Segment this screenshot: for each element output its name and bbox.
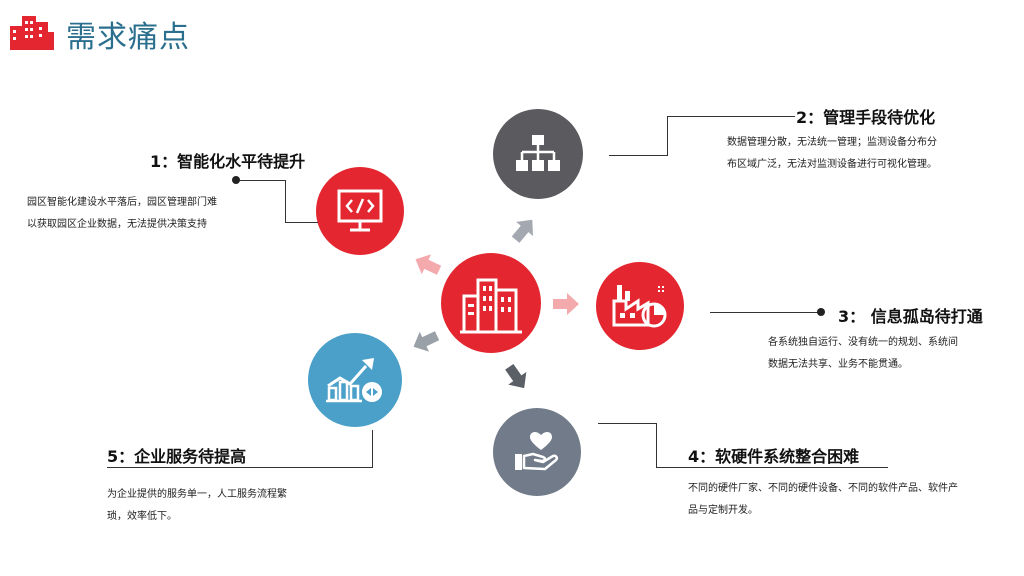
point-2-line-1: 数据管理分散，无法统一管理；监测设备分布分 [727,137,937,148]
org-chart-icon [515,133,561,175]
point-5-connector-bottom [107,467,373,468]
point-1-heading: 1：智能化水平待提升 [150,152,306,171]
buildings-logo-icon [8,12,56,52]
point-1-connector-top [236,180,286,181]
point-1-circle [316,167,404,255]
point-3-circle [596,262,684,350]
point-4-connector-vertical [656,423,657,468]
point-5-connector-vertical [372,430,373,468]
point-5-line-1: 为企业提供的服务单一，人工服务流程繁 [107,489,287,500]
point-5-circle [308,333,402,427]
point-4-description: 不同的硬件厂家、不同的硬件设备、不同的软件产品、软件产 品与定制开发。 [688,478,1008,522]
point-2-line-2: 布区域广泛，无法对监测设备进行可视化管理。 [727,159,937,170]
arrow-to-point-4 [505,363,527,389]
arrow-to-point-3 [553,293,579,315]
heart-hand-icon [513,432,561,472]
point-5-heading: 5：企业服务待提高 [107,447,247,466]
point-4-line-1: 不同的硬件厂家、不同的硬件设备、不同的软件产品、软件产 [688,483,958,494]
point-1-line-1: 园区智能化建设水平落后，园区管理部门难 [27,197,217,208]
point-3-description: 各系统独自运行、没有统一的规划、系统间 数据无法共享、业务不能贯通。 [768,332,1018,376]
point-3-heading: 3： 信息孤岛待打通 [838,307,983,326]
point-4-connector-top [598,423,656,424]
code-monitor-icon [336,188,384,234]
point-3-dot [817,308,825,316]
point-4-connector-bottom [656,467,888,468]
point-1-connector-vertical [285,180,286,222]
point-2-circle [493,109,583,199]
point-2-heading: 2：管理手段待优化 [796,108,936,127]
point-1-dot [232,176,240,184]
point-1-connector-bottom [285,222,318,223]
city-buildings-icon [458,270,524,336]
point-5-line-2: 琐，效率低下。 [107,511,177,522]
arrow-to-point-5 [413,331,440,352]
point-4-circle [493,408,581,496]
point-1-line-2: 以获取园区企业数据，无法提供决策支持 [27,219,207,230]
growth-chart-icon [326,356,384,404]
arrow-to-point-1 [415,254,442,275]
center-circle [441,253,541,353]
point-5-description: 为企业提供的服务单一，人工服务流程繁 琐，效率低下。 [107,484,347,528]
point-3-line-2: 数据无法共享、业务不能贯通。 [768,359,908,370]
page-title: 需求痛点 [66,20,190,55]
point-4-line-2: 品与定制开发。 [688,505,758,516]
point-4-heading: 4：软硬件系统整合困难 [688,447,860,466]
point-2-description: 数据管理分散，无法统一管理；监测设备分布分 布区域广泛，无法对监测设备进行可视化… [727,132,997,176]
point-2-connector-vertical [667,116,668,156]
point-3-connector [710,312,820,313]
point-2-connector-top [667,116,795,117]
point-1-description: 园区智能化建设水平落后，园区管理部门难 以获取园区企业数据，无法提供决策支持 [27,192,267,236]
arrow-to-point-2 [511,219,533,243]
factory-icon [612,283,668,329]
point-2-connector-bottom [609,155,668,156]
point-3-line-1: 各系统独自运行、没有统一的规划、系统间 [768,337,958,348]
